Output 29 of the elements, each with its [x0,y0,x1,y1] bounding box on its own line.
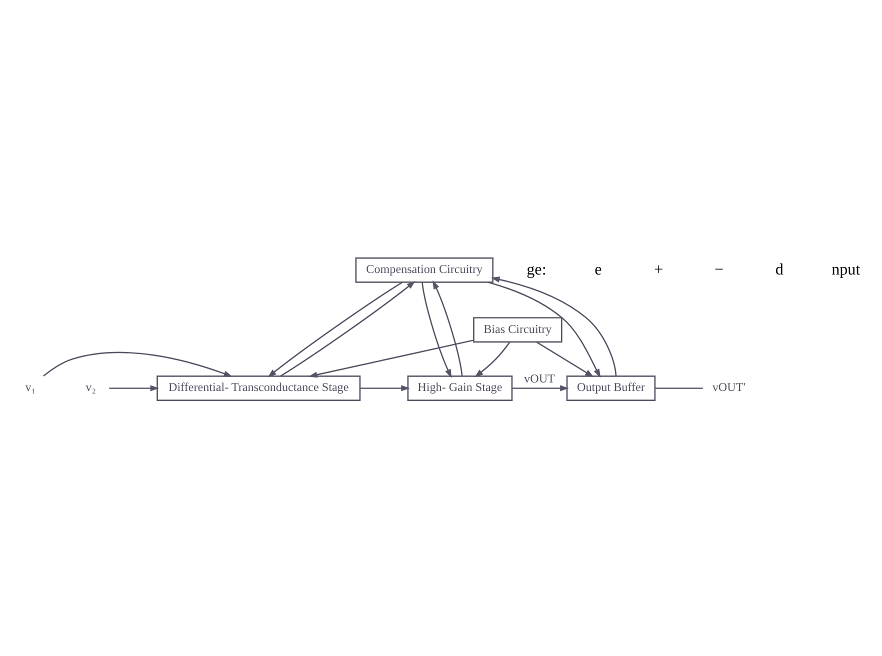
arrow [536,340,594,377]
arrow [490,276,617,376]
arrow [308,339,474,378]
label: + [654,260,664,278]
node-box: Compensation Circuitry [355,256,494,282]
node-text: v₁ [25,380,36,394]
label: − [714,260,724,278]
arrow [488,281,601,378]
arrow [422,282,452,378]
node-text: vOUT′ [712,380,746,394]
node-box: Differential- Transconductance Stage [156,374,361,400]
node-box: Output Buffer [566,374,656,400]
arrow [432,280,463,376]
arrow [512,384,569,391]
label: d [775,260,784,278]
node-box: Bias Circuitry [473,316,562,342]
arrow [43,351,233,376]
label: nput [832,260,860,278]
connector [655,387,703,388]
node-box: High- Gain Stage [407,374,513,400]
arrow [280,280,416,376]
arrow [109,384,160,391]
label: ge: [526,260,546,278]
node-text: v₂ [86,380,96,394]
edge-label: vOUT [524,370,555,385]
arrow [360,384,410,391]
arrow [268,281,403,377]
label: e [594,260,602,278]
arrow [474,341,510,377]
